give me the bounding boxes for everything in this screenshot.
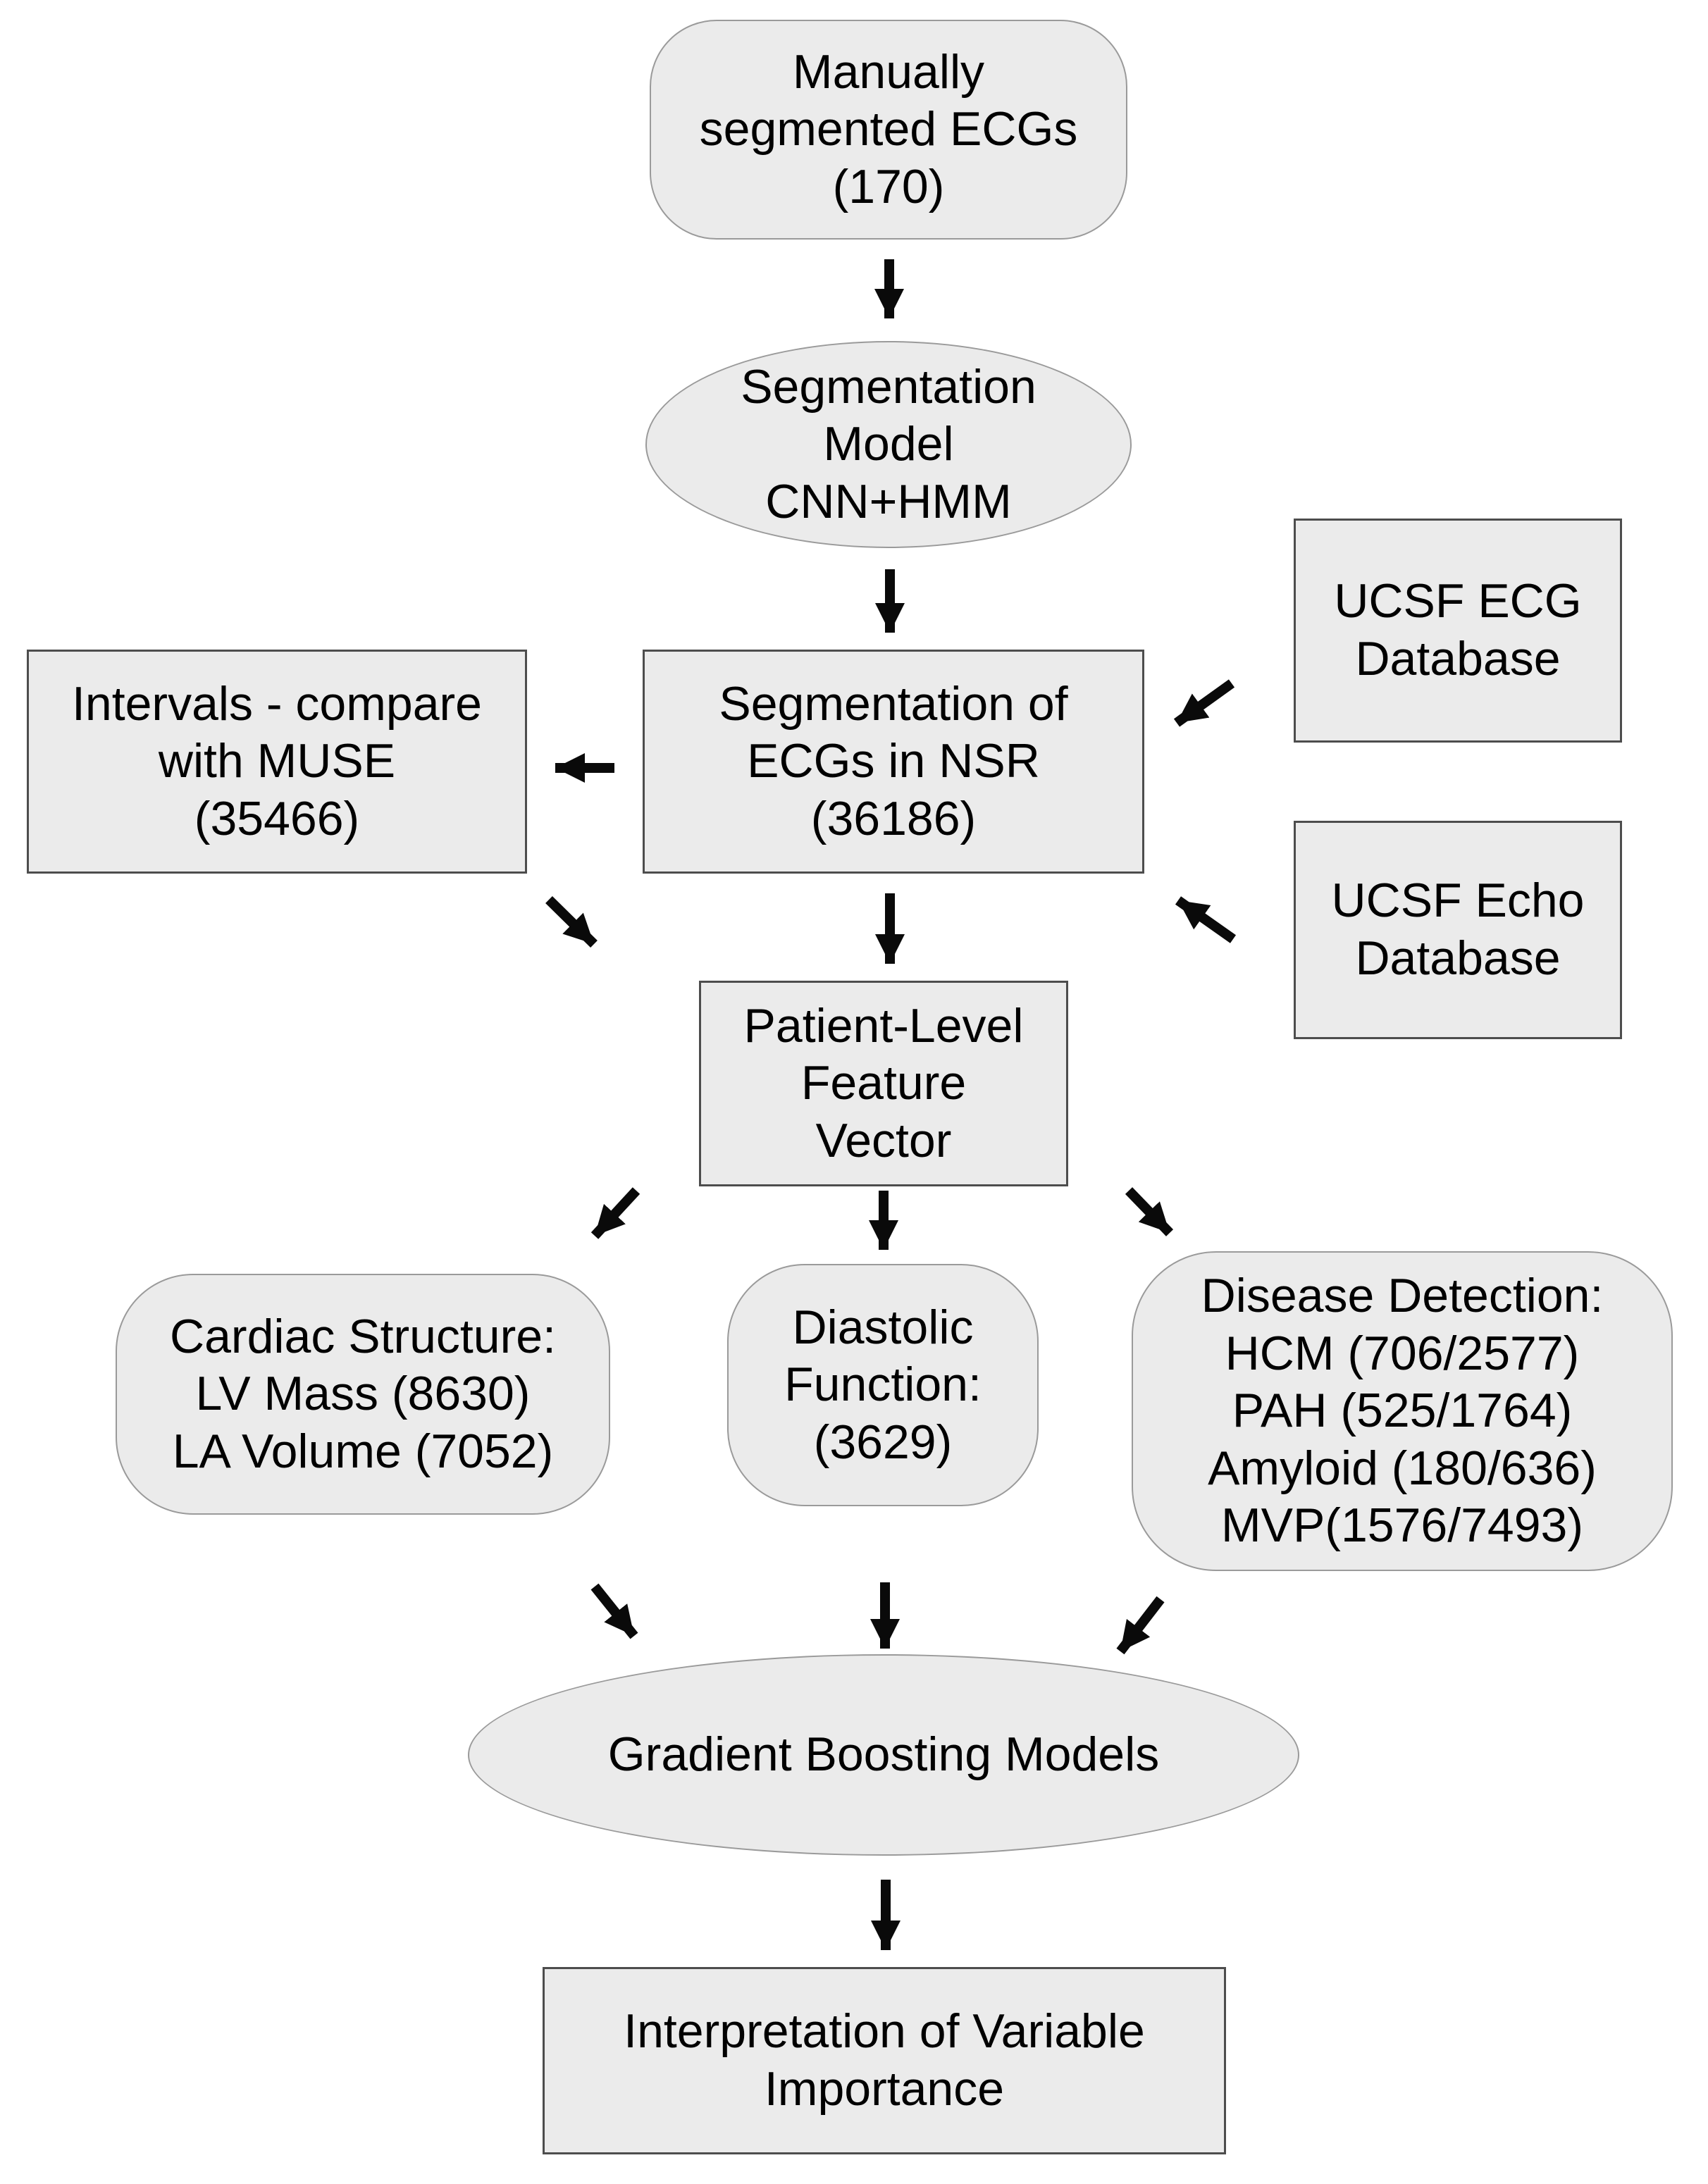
node-segmentation-ecgs-nsr: Segmentation of ECGs in NSR (36186) xyxy=(643,650,1144,874)
edge-ucsf-ecg-db-to-segmentation-nsr xyxy=(1173,679,1235,727)
node-segmentation-model: Segmentation Model CNN+HMM xyxy=(645,341,1132,548)
node-ucsf-ecg-database: UCSF ECG Database xyxy=(1294,519,1622,743)
node-interpretation-variable-importance-label: Interpretation of Variable Importance xyxy=(624,2004,1145,2116)
edge-intervals-muse-to-patient-feature-vector xyxy=(545,896,598,948)
edge-cardiac-structure-to-gradient-boosting xyxy=(590,1583,638,1639)
node-ucsf-ecg-database-label: UCSF ECG Database xyxy=(1334,574,1582,685)
node-ucsf-echo-database-label: UCSF Echo Database xyxy=(1331,874,1585,985)
node-disease-detection-label: Disease Detection: HCM (706/2577) PAH (5… xyxy=(1201,1269,1604,1553)
node-diastolic-function: Diastolic Function: (3629) xyxy=(727,1264,1039,1506)
node-segmentation-ecgs-nsr-label: Segmentation of ECGs in NSR (36186) xyxy=(719,676,1068,845)
node-intervals-compare-muse-label: Intervals - compare with MUSE (35466) xyxy=(72,676,482,845)
edge-disease-detection-to-gradient-boosting xyxy=(1116,1596,1165,1655)
node-diastolic-function-label: Diastolic Function: (3629) xyxy=(784,1300,982,1469)
edge-ucsf-echo-db-to-segmentation-nsr xyxy=(1175,896,1237,943)
node-cardiac-structure: Cardiac Structure: LV Mass (8630) LA Vol… xyxy=(116,1274,610,1515)
node-manually-segmented-ecgs: Manually segmented ECGs (170) xyxy=(650,20,1127,240)
node-patient-level-feature-vector: Patient-Level Feature Vector xyxy=(699,981,1068,1186)
edge-patient-feature-vector-to-cardiac-structure xyxy=(590,1187,640,1239)
node-gradient-boosting-models: Gradient Boosting Models xyxy=(468,1654,1299,1856)
node-manually-segmented-ecgs-label: Manually segmented ECGs (170) xyxy=(699,44,1078,213)
edge-patient-feature-vector-to-disease-detection xyxy=(1125,1187,1174,1236)
node-interpretation-variable-importance: Interpretation of Variable Importance xyxy=(543,1967,1226,2154)
node-ucsf-echo-database: UCSF Echo Database xyxy=(1294,821,1622,1039)
node-gradient-boosting-models-label: Gradient Boosting Models xyxy=(607,1727,1160,1782)
node-intervals-compare-muse: Intervals - compare with MUSE (35466) xyxy=(27,650,527,874)
node-patient-level-feature-vector-label: Patient-Level Feature Vector xyxy=(743,998,1024,1167)
node-cardiac-structure-label: Cardiac Structure: LV Mass (8630) LA Vol… xyxy=(170,1309,556,1478)
node-segmentation-model-label: Segmentation Model CNN+HMM xyxy=(741,359,1036,528)
node-disease-detection: Disease Detection: HCM (706/2577) PAH (5… xyxy=(1132,1251,1673,1571)
